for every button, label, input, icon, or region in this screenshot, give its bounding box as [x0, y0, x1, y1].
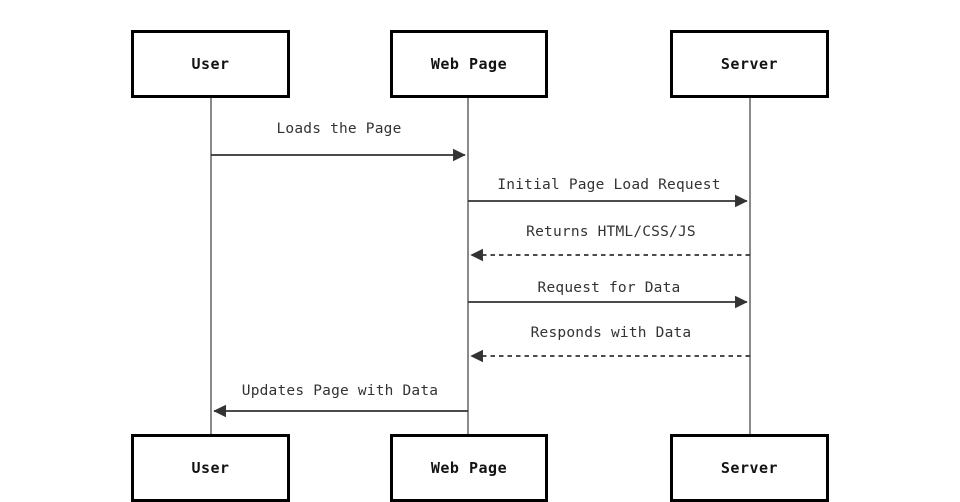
participant-box-top-0[interactable]: User — [131, 30, 290, 98]
participant-label: Web Page — [430, 459, 508, 477]
message-label-4: Responds with Data — [530, 325, 692, 341]
participant-box-top-1[interactable]: Web Page — [390, 30, 548, 98]
participant-label: Server — [720, 55, 779, 73]
message-label-0: Loads the Page — [276, 121, 402, 137]
lifelines-group — [210, 98, 751, 434]
participant-box-bottom-1[interactable]: Web Page — [390, 434, 548, 502]
message-label-5: Updates Page with Data — [241, 383, 439, 399]
participant-label: Web Page — [430, 55, 508, 73]
participant-label: Server — [720, 459, 779, 477]
message-label-2: Returns HTML/CSS/JS — [526, 224, 696, 240]
participant-label: User — [191, 459, 230, 477]
message-label-3: Request for Data — [537, 280, 681, 296]
message-label-1: Initial Page Load Request — [497, 177, 721, 193]
participant-box-top-2[interactable]: Server — [670, 30, 829, 98]
messages-group — [211, 148, 750, 418]
participant-label: User — [191, 55, 230, 73]
participant-box-bottom-2[interactable]: Server — [670, 434, 829, 502]
participant-box-bottom-0[interactable]: User — [131, 434, 290, 502]
